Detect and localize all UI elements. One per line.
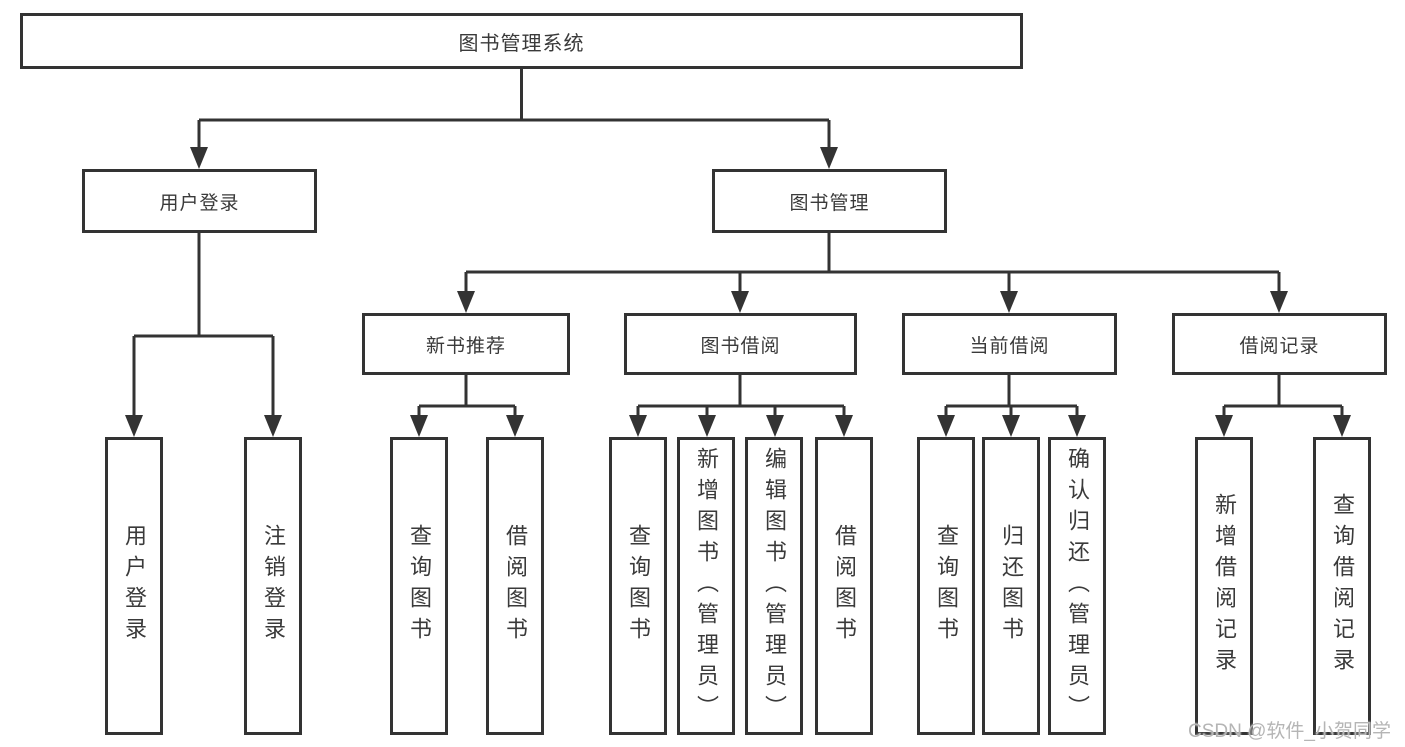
node-borrow-books-recommend: 借阅图书 (486, 437, 544, 735)
node-query-books-borrowing: 查询图书 (609, 437, 667, 735)
node-label: 编辑图书（管理员） (762, 446, 787, 726)
node-label: 用户登录 (159, 192, 240, 214)
node-label: 查询图书 (407, 524, 432, 648)
node-label: 图书借阅 (700, 335, 781, 357)
node-label: 确认归还（管理员） (1065, 446, 1090, 726)
node-edit-books-admin: 编辑图书（管理员） (745, 437, 803, 735)
node-label: 归还图书 (999, 524, 1024, 648)
node-label: 查询图书 (626, 524, 651, 648)
node-label: 新增借阅记录 (1212, 493, 1237, 679)
node-query-books-current: 查询图书 (917, 437, 975, 735)
node-label: 查询图书 (934, 524, 959, 648)
node-label: 用户登录 (122, 524, 147, 648)
node-return-books: 归还图书 (982, 437, 1040, 735)
node-label: 查询借阅记录 (1330, 493, 1355, 679)
csdn-watermark: CSDN @软件_小贺同学 (1188, 721, 1391, 742)
node-label: 借阅记录 (1239, 335, 1320, 357)
node-label: 注销登录 (261, 524, 286, 648)
node-borrow-books-borrowing: 借阅图书 (815, 437, 873, 735)
node-confirm-return-admin: 确认归还（管理员） (1048, 437, 1106, 735)
node-query-borrow-record: 查询借阅记录 (1313, 437, 1371, 735)
node-new-book-recommend: 新书推荐 (362, 313, 570, 375)
node-query-books-recommend: 查询图书 (390, 437, 448, 735)
node-label: 当前借阅 (969, 335, 1050, 357)
node-label: 新增图书（管理员） (694, 446, 719, 726)
node-current-borrowing: 当前借阅 (902, 313, 1117, 375)
node-book-management: 图书管理 (712, 169, 947, 233)
node-borrowing-records: 借阅记录 (1172, 313, 1387, 375)
node-book-borrowing: 图书借阅 (624, 313, 857, 375)
node-label: 新书推荐 (425, 335, 506, 357)
node-label: 图书管理 (789, 192, 870, 214)
node-logout: 注销登录 (244, 437, 302, 735)
node-label: 借阅图书 (832, 524, 857, 648)
node-label: 图书管理系统 (458, 32, 585, 55)
node-user-login: 用户登录 (82, 169, 317, 233)
node-library-management-system: 图书管理系统 (20, 13, 1023, 69)
node-add-borrow-record: 新增借阅记录 (1195, 437, 1253, 735)
node-user-login-leaf: 用户登录 (105, 437, 163, 735)
node-add-books-admin: 新增图书（管理员） (677, 437, 735, 735)
node-label: 借阅图书 (503, 524, 528, 648)
